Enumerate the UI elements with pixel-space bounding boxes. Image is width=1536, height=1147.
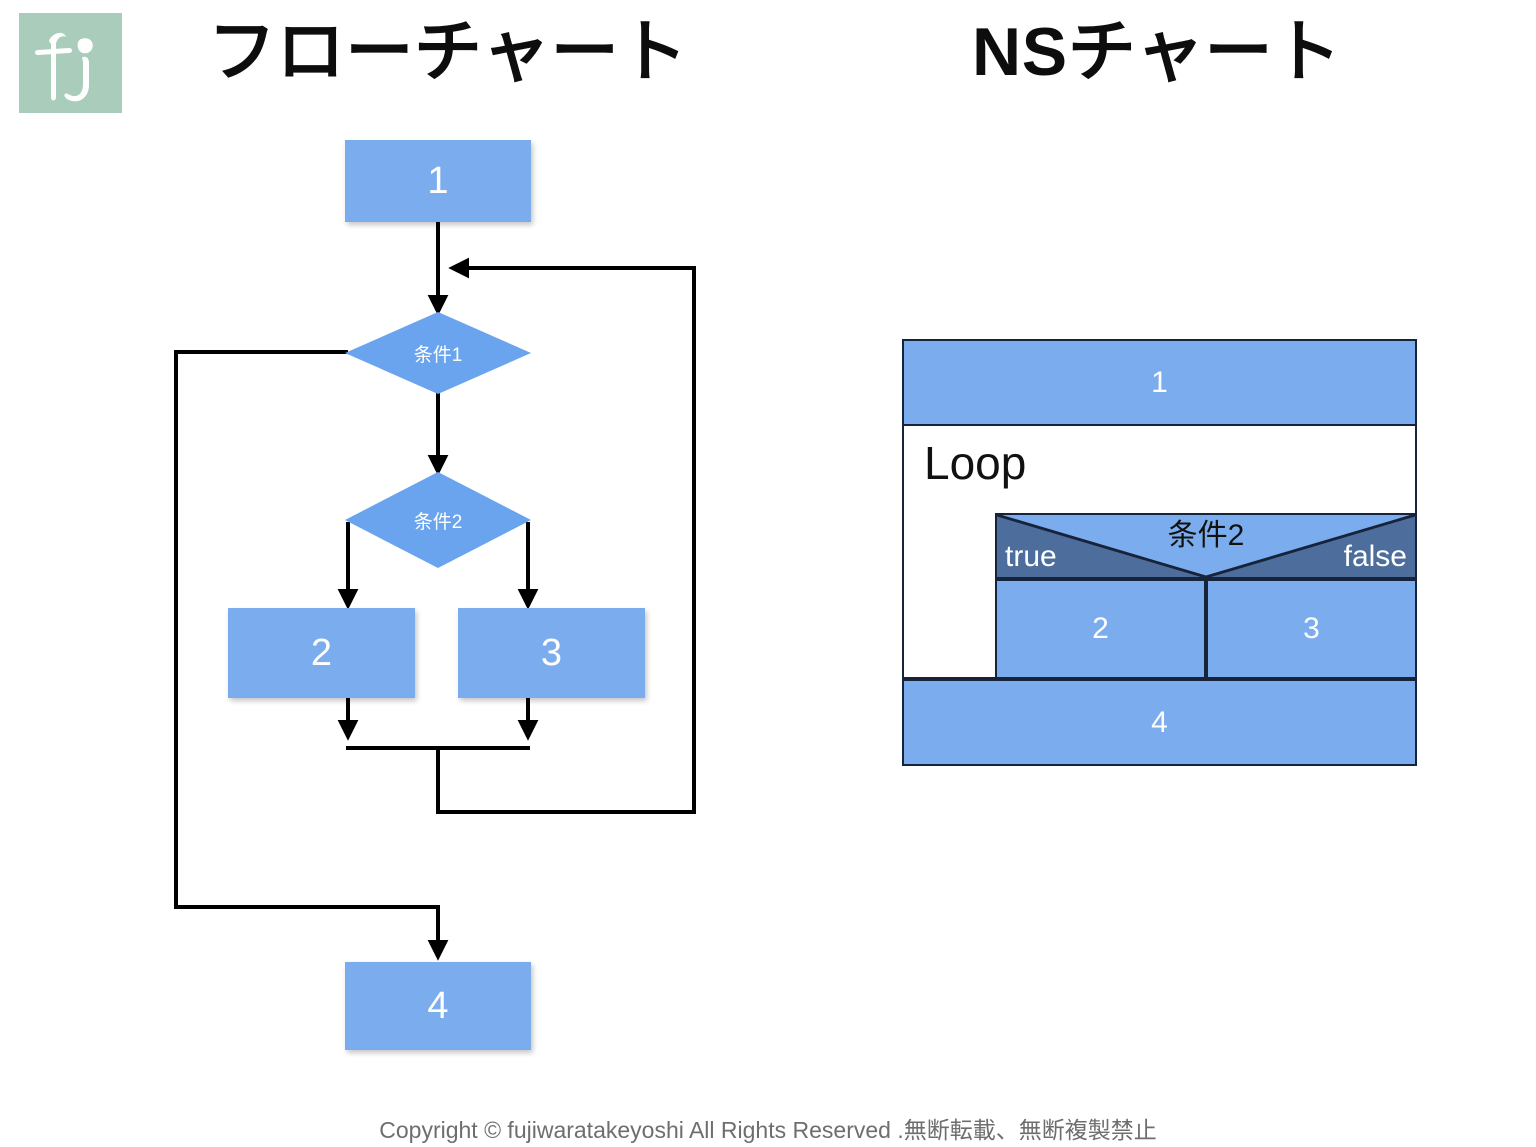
- ns-condition-band[interactable]: 条件2 true false: [995, 513, 1417, 579]
- fj-logo-mark: [35, 32, 93, 102]
- flow-node-2[interactable]: 2: [228, 608, 415, 698]
- flow-decision-2-label: 条件2: [413, 511, 463, 533]
- flowchart-title: フローチャート: [208, 14, 689, 90]
- ns-condition-true-label: true: [1005, 540, 1057, 573]
- flow-node-3[interactable]: 3: [458, 608, 645, 698]
- ns-block-2[interactable]: 2: [995, 579, 1206, 679]
- copyright-footer: Copyright © fujiwaratakeyoshi All Rights…: [379, 1117, 1157, 1143]
- condition-v-lines: [997, 515, 1415, 577]
- ns-condition-false-label: false: [1343, 540, 1407, 573]
- flow-decision-2[interactable]: 条件2: [345, 472, 531, 568]
- nschart-title: NSチャート: [972, 14, 1342, 90]
- ns-block-1[interactable]: 1: [902, 339, 1417, 426]
- fj-logo: [19, 13, 122, 113]
- ns-block-3[interactable]: 3: [1206, 579, 1417, 679]
- flow-node-4[interactable]: 4: [345, 962, 531, 1050]
- flow-decision-1-label: 条件1: [413, 344, 463, 366]
- ns-loop-label: Loop: [924, 437, 1027, 489]
- flow-decision-1[interactable]: 条件1: [345, 312, 531, 394]
- ns-block-4[interactable]: 4: [902, 679, 1417, 766]
- ns-chart: 1 Loop 条件2 true false 2 3 4: [902, 339, 1417, 766]
- flow-node-1[interactable]: 1: [345, 140, 531, 222]
- ns-condition-label: 条件2: [1167, 519, 1245, 552]
